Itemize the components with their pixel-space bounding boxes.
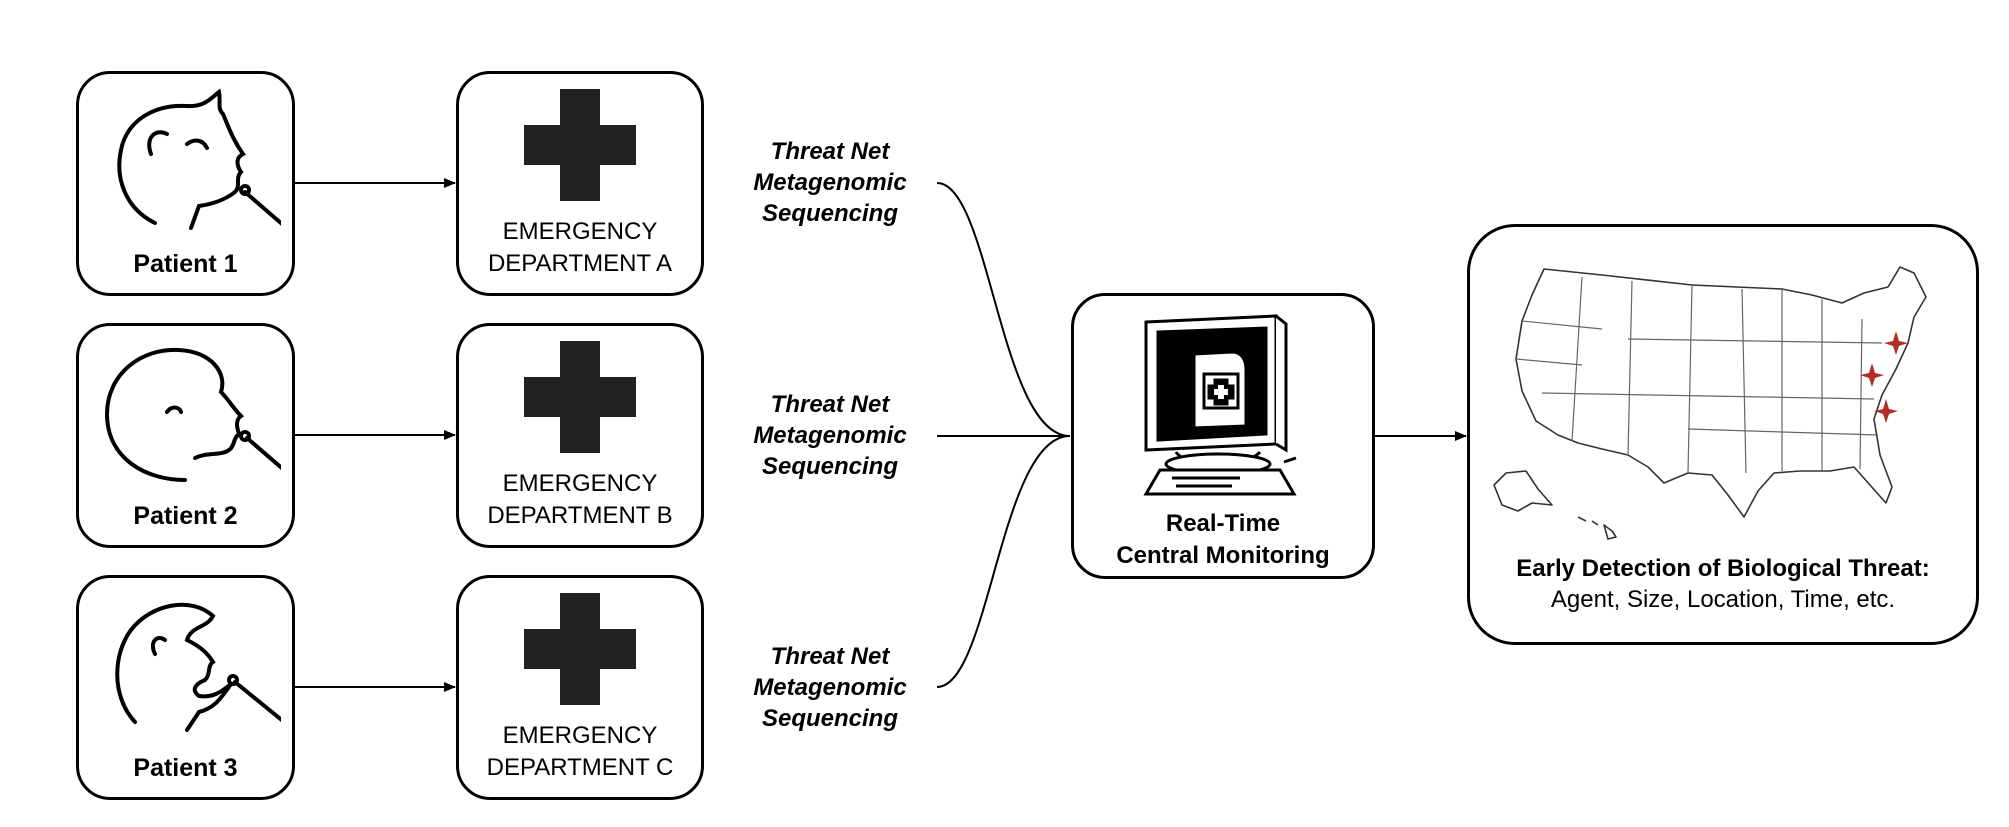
department-label: EMERGENCY DEPARTMENT B xyxy=(487,470,673,529)
emergency-department-c-box: EMERGENCY DEPARTMENT C xyxy=(456,575,704,800)
threat-marker-icons xyxy=(1860,331,1908,423)
outcome-subtitle: Agent, Size, Location, Time, etc. xyxy=(1550,586,1896,613)
central-monitoring-label: Real-Time Central Monitoring xyxy=(1116,510,1330,569)
outcome-title: Early Detection of Biological Threat: xyxy=(1516,555,1930,582)
sequencing-label-1: Threat Net Metagenomic Sequencing xyxy=(753,138,907,227)
emergency-department-a-box: EMERGENCY DEPARTMENT A xyxy=(456,71,704,296)
patient-label: Patient 2 xyxy=(133,502,238,530)
medical-cross-icon xyxy=(524,593,636,705)
patient-2-box: Patient 2 xyxy=(76,323,295,548)
department-label: EMERGENCY DEPARTMENT C xyxy=(486,722,674,781)
sequencing-label-2: Threat Net Metagenomic Sequencing xyxy=(753,391,907,480)
patient-swab-icon xyxy=(104,347,281,482)
sequencing-label-3: Threat Net Metagenomic Sequencing xyxy=(753,643,907,732)
central-monitoring-box: Real-Time Central Monitoring xyxy=(1071,293,1375,579)
computer-monitor-icon xyxy=(1143,314,1297,496)
emergency-department-b-box: EMERGENCY DEPARTMENT B xyxy=(456,323,704,548)
curve-seq1-to-central xyxy=(936,182,1071,437)
patient-3-box: Patient 3 xyxy=(76,575,295,800)
patient-swab-icon xyxy=(115,602,281,732)
patient-label: Patient 1 xyxy=(133,250,238,278)
patient-label: Patient 3 xyxy=(133,754,238,782)
us-map-icon xyxy=(1493,266,1927,540)
department-label: EMERGENCY DEPARTMENT A xyxy=(487,218,673,277)
medical-cross-icon xyxy=(524,341,636,453)
outcome-label: Early Detection of Biological Threat: Ag… xyxy=(1470,553,1976,615)
patient-swab-icon xyxy=(117,88,281,230)
patient-1-box: Patient 1 xyxy=(76,71,295,296)
medical-cross-icon xyxy=(524,89,636,201)
curve-seq3-to-central xyxy=(936,435,1071,688)
biological-threat-detection-box: Early Detection of Biological Threat: Ag… xyxy=(1467,224,1979,645)
